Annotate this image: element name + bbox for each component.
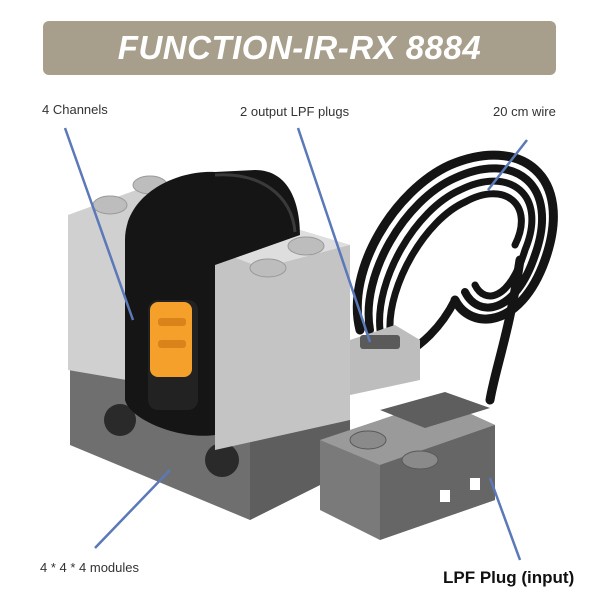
channel-switch [148,300,198,410]
wire-coil [352,150,558,405]
pointer-lpf-plug [488,477,522,561]
pointer-lines [63,127,528,561]
pointer-modules [94,469,171,549]
product-title: FUNCTION-IR-RX 8884 [117,29,482,66]
output-plug [350,325,420,395]
label-wire: 20 cm wire [493,104,556,119]
label-channels: 4 Channels [42,102,108,117]
label-lpf-plug: LPF Plug (input) [443,568,575,587]
label-modules: 4 * 4 * 4 modules [40,560,140,575]
lpf-input-plug [320,392,495,540]
pointer-wire [487,139,528,191]
label-output-plugs: 2 output LPF plugs [240,104,350,119]
pointer-output-plugs [296,127,372,343]
pointer-channels [63,127,135,321]
title-banner: FUNCTION-IR-RX 8884 [43,21,556,75]
